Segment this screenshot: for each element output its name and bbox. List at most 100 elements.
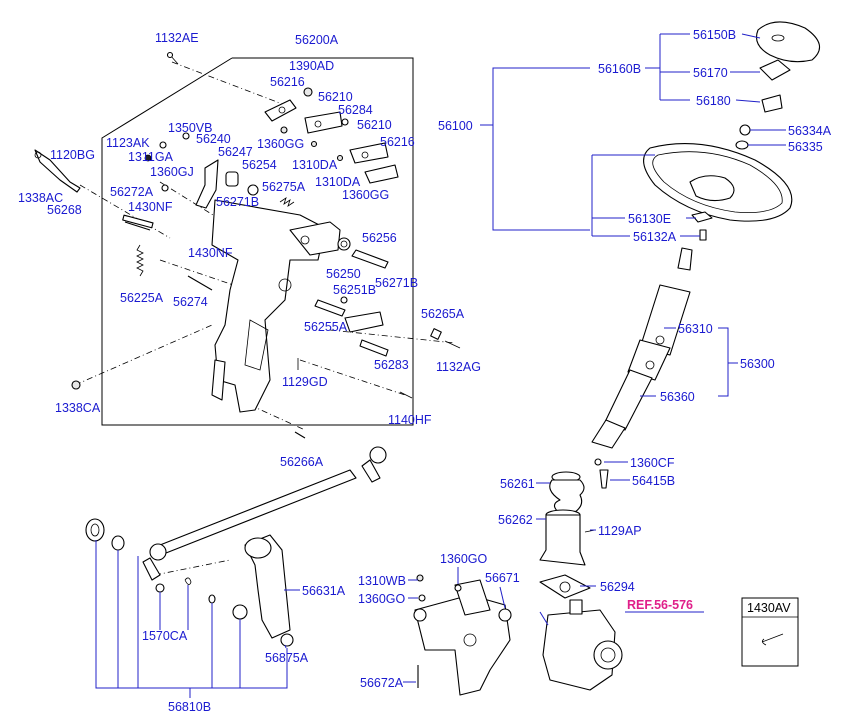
label-56240: 56240: [196, 132, 231, 146]
bracket-1120BG: [34, 149, 81, 193]
label-1310WB: 1310WB: [358, 574, 406, 588]
label-56415B: 56415B: [632, 474, 675, 488]
label-56200A: 56200A: [295, 33, 339, 47]
label-56170: 56170: [693, 66, 728, 80]
pin-56256: [351, 249, 389, 269]
idler-bracket-56671: [413, 579, 512, 696]
label-1123AK: 1123AK: [106, 136, 150, 150]
plate-56294: [539, 574, 591, 599]
label-1360CF: 1360CF: [630, 456, 675, 470]
label-56274: 56274: [173, 295, 208, 309]
label-1132AG: 1132AG: [436, 360, 481, 374]
label-56300: 56300: [740, 357, 775, 371]
lever-56240: [195, 159, 219, 209]
label-56262: 56262: [498, 513, 533, 527]
spring-56225A: [136, 244, 144, 277]
bracket-56216-upper: [264, 99, 297, 122]
bolt-1140HF: [399, 391, 413, 399]
bolt-1360GJ: [161, 184, 169, 192]
clip-56251B: [340, 296, 348, 304]
nut-56875A: [280, 633, 294, 647]
nut-1310WB: [416, 574, 424, 582]
bushing-56250: [337, 237, 351, 251]
label-56335: 56335: [788, 140, 823, 154]
nut-1390AD: [303, 87, 313, 97]
label-56130E: 56130E: [628, 212, 671, 226]
label-ref-56-576: REF.56-576: [627, 598, 693, 612]
label-1360GO: 1360GO: [358, 592, 406, 606]
pin-56272A: [122, 214, 154, 231]
label-56180: 56180: [696, 94, 731, 108]
spacer-56247: [225, 171, 239, 187]
label-1338AC: 1338AC: [18, 191, 63, 205]
label-1570CA: 1570CA: [142, 629, 188, 643]
label-56265A: 56265A: [421, 307, 465, 321]
label-1338CA: 1338CA: [55, 401, 101, 415]
label-1350VB: 1350VB: [168, 121, 212, 135]
pin-1310DA: [310, 140, 344, 162]
label-56631A: 56631A: [302, 584, 346, 598]
label-56225A: 56225A: [120, 291, 164, 305]
label-1390AD: 1390AD: [289, 59, 334, 73]
pin-56255A: [314, 299, 346, 317]
horn-pad-56150B: [755, 21, 821, 63]
bolt-1360CF: [594, 458, 602, 466]
bolt-56415B: [599, 469, 609, 489]
pin-56283: [359, 339, 389, 357]
pin-56132A: [699, 229, 707, 241]
label-1129GD: 1129GD: [282, 375, 328, 389]
label-56216: 56216: [380, 135, 415, 149]
label-56671: 56671: [485, 571, 520, 585]
nut-56334A: [739, 124, 751, 136]
label-56271B: 56271B: [375, 276, 418, 290]
pitman-arm-56631A: [244, 534, 291, 639]
bolt-1132AG: [444, 340, 461, 349]
label-56250: 56250: [326, 267, 361, 281]
label-56256: 56256: [362, 231, 397, 245]
label-56294: 56294: [600, 580, 635, 594]
spring-56275A: [279, 197, 295, 207]
legend-box-1430AV: [741, 597, 799, 667]
label-56271B: 56271B: [216, 195, 259, 209]
seal-ring-large: [85, 518, 105, 542]
reference-lines: [74, 61, 456, 576]
bolt-56265A: [430, 328, 442, 340]
label-56254: 56254: [242, 158, 277, 172]
label-1140HF: 1140HF: [388, 413, 432, 427]
boot-56261: [549, 471, 585, 516]
label-1360GG: 1360GG: [257, 137, 304, 151]
label-1120BG: 1120BG: [50, 148, 95, 162]
pedal-assembly-frame: [101, 57, 414, 426]
steering-gear-ref: [542, 599, 623, 691]
label-56275A: 56275A: [262, 180, 306, 194]
label-1310DA: 1310DA: [292, 158, 338, 172]
label-56284: 56284: [338, 103, 373, 117]
bushing-1360GG-a: [280, 126, 288, 134]
bracket-56170: [759, 59, 791, 81]
pin-56274: [187, 275, 213, 291]
label-56272A: 56272A: [110, 185, 154, 199]
label-56268: 56268: [47, 203, 82, 217]
steering-column-56300: [591, 247, 693, 449]
label-56810B: 56810B: [168, 700, 211, 714]
pin-56266A: [294, 431, 306, 439]
washer-56335: [735, 140, 749, 150]
label-56216: 56216: [270, 75, 305, 89]
label-56672A: 56672A: [360, 676, 404, 690]
label-1360GJ: 1360GJ: [150, 165, 194, 179]
washer-56254: [247, 184, 259, 196]
label-56360: 56360: [660, 390, 695, 404]
label-56132A: 56132A: [633, 230, 677, 244]
label-56160B: 56160B: [598, 62, 641, 76]
bolt-1132AE: [166, 51, 179, 65]
cover-56130E: [691, 211, 713, 223]
part-labels: 1132AE 56200A 1390AD 56216 56210 56284 5…: [18, 28, 832, 714]
nut-1570CA: [155, 583, 165, 593]
drag-link: [142, 446, 387, 581]
label-56251B: 56251B: [333, 283, 376, 297]
bracket-56216-right: [349, 142, 399, 184]
label-56334A: 56334A: [788, 124, 832, 138]
seal-ring-small: [111, 535, 125, 551]
nut-1338CA: [71, 380, 81, 390]
